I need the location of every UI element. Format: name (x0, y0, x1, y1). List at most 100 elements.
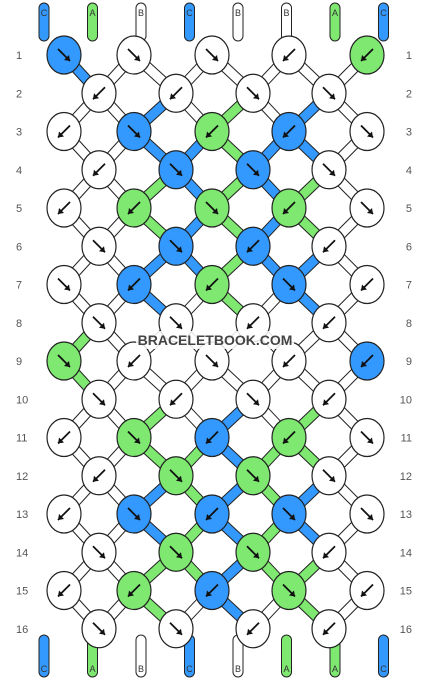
knot-arrowhead (134, 131, 140, 138)
strand-label-top: C (380, 8, 387, 18)
knot-arrowhead (206, 284, 212, 291)
knot-arrowhead (323, 399, 329, 406)
row-number: 7 (406, 280, 412, 292)
knot-arrowhead (176, 552, 182, 559)
strand-label-bottom: B (138, 664, 144, 674)
watermark: BRACELETBOOK.COM (138, 332, 293, 348)
knot-arrowhead (212, 55, 218, 61)
row-number: 8 (16, 318, 22, 330)
row-number: 13 (400, 509, 412, 521)
strand-label-bottom: C (186, 664, 193, 674)
knot-arrowhead (361, 361, 367, 367)
knot-arrowhead (361, 55, 367, 61)
knot-arrowhead (176, 169, 182, 176)
watermark-backdrop (136, 331, 294, 349)
strand-label-top: B (235, 8, 241, 18)
knot-arrowhead (206, 131, 212, 138)
knot-arrowhead (99, 399, 105, 406)
knot-arrowhead (128, 590, 134, 597)
knot-arrowhead (323, 246, 329, 253)
row-number: 6 (16, 241, 22, 253)
row-number: 10 (400, 394, 412, 406)
row-number: 3 (406, 127, 412, 139)
strand-label-top: C (41, 8, 48, 18)
knot-arrowhead (64, 361, 70, 367)
knot-arrowhead (323, 552, 329, 559)
knot-arrowhead (206, 514, 212, 520)
knot-arrowhead (206, 590, 212, 597)
row-number: 3 (16, 127, 22, 139)
knot-arrowhead (128, 361, 134, 367)
row-number: 4 (406, 165, 412, 177)
knot-arrowhead (134, 437, 140, 444)
knot-arrowhead (283, 437, 289, 444)
strand-label-bottom: A (332, 664, 338, 674)
row-number: 5 (406, 203, 412, 215)
row-number: 4 (16, 165, 22, 177)
row-number: 1 (406, 50, 412, 62)
row-number: 1 (16, 50, 22, 62)
knot-arrowhead (99, 552, 105, 559)
row-number: 11 (401, 433, 412, 445)
knot-arrowhead (283, 208, 289, 214)
knot-arrowhead (212, 361, 218, 367)
knot-arrowhead (206, 437, 212, 444)
knot-arrowhead (329, 169, 335, 176)
knot-arrowhead (367, 514, 373, 520)
row-number: 14 (16, 547, 28, 559)
knot-arrowhead (323, 322, 329, 329)
knot-arrowhead (128, 284, 134, 291)
knot-arrowhead (283, 361, 289, 367)
knot-arrowhead (64, 284, 70, 291)
knot-arrowhead (253, 93, 259, 100)
knot-arrowhead (289, 284, 295, 291)
strand-label-bottom: A (283, 664, 289, 674)
row-number: 2 (406, 88, 412, 100)
knot-arrowhead (253, 552, 259, 559)
knot-arrowhead (176, 475, 182, 482)
row-number: 12 (16, 471, 28, 483)
knot-arrowhead (367, 437, 373, 444)
row-number: 10 (16, 394, 28, 406)
knot-arrowhead (93, 93, 99, 100)
knot-arrowhead (134, 55, 140, 61)
knot-arrowhead (176, 246, 182, 253)
strand-label-bottom: B (235, 664, 241, 674)
row-number: 16 (400, 624, 412, 636)
knot-arrowhead (361, 590, 367, 597)
row-number: 11 (16, 433, 27, 445)
knot-arrowhead (93, 475, 99, 482)
knot-arrowhead (58, 514, 64, 520)
knot-arrowhead (283, 55, 289, 61)
strand-label-bottom: C (380, 664, 387, 674)
row-number: 9 (16, 356, 22, 368)
knot-arrowhead (247, 246, 253, 253)
strand-label-top: B (138, 8, 144, 18)
strand-label-bottom: C (41, 664, 48, 674)
knot-arrowhead (99, 246, 105, 253)
row-number: 6 (406, 241, 412, 253)
knot-arrowhead (361, 284, 367, 291)
row-number: 15 (16, 586, 28, 598)
knot-arrowhead (176, 322, 182, 329)
row-number: 9 (406, 356, 412, 368)
knot-arrowhead (170, 399, 176, 406)
knot-arrowhead (64, 55, 70, 61)
knot-arrowhead (176, 628, 182, 635)
knot-arrowhead (134, 514, 140, 520)
knot-arrowhead (247, 322, 253, 329)
strand-label-top: B (283, 8, 289, 18)
knot-arrowhead (329, 475, 335, 482)
row-number: 14 (400, 547, 412, 559)
row-number: 12 (400, 471, 412, 483)
knot-arrowhead (212, 208, 218, 214)
strand-label-bottom: A (89, 664, 95, 674)
row-number: 13 (16, 509, 28, 521)
knot-arrowhead (58, 131, 64, 138)
knot-arrowhead (367, 208, 373, 214)
knot-arrowhead (99, 628, 105, 635)
knot-arrowhead (58, 590, 64, 597)
row-number: 8 (406, 318, 412, 330)
